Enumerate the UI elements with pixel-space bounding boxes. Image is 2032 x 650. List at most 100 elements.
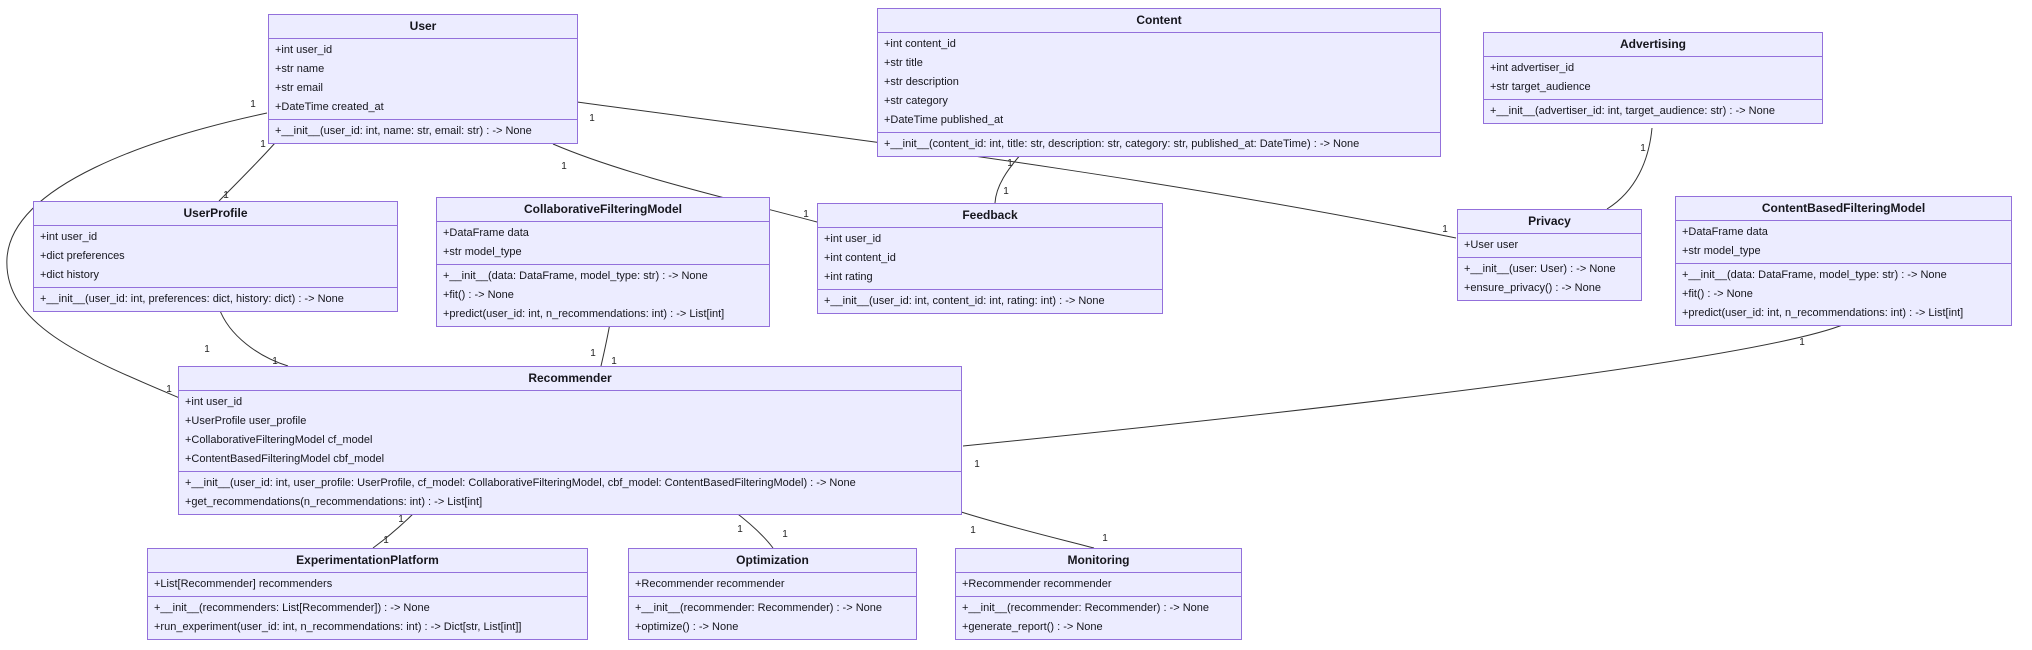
class-attributes-section: +User user [1458,234,1641,257]
class-method: +run_experiment(user_id: int, n_recommen… [154,621,522,633]
class-box-content: Content+int content_id+str title+str des… [877,8,1441,157]
class-box-feedback: Feedback +int user_id +int content_id +int … [817,203,1163,314]
edge-content-feedback [994,152,1023,204]
multiplicity-label: 1 [561,161,567,172]
edge-collaborativefilteringmodel-recommender [600,322,611,367]
class-methods-section: +__init__(user_id: int, name: str, email… [269,119,577,143]
multiplicity-label: 1 [272,356,278,367]
class-methods-section: +__init__(content_id: int, title: str, d… [878,132,1440,156]
edge-advertising-privacy [1606,127,1653,210]
class-attribute: +str model_type [443,246,522,258]
class-method: +__init__(user_id: int, user_profile: Us… [185,477,856,489]
class-attribute: +DateTime created_at [275,101,384,113]
class-title: Privacy [1458,210,1641,234]
class-title: Content [878,9,1440,33]
class-title: Monitoring [956,549,1241,573]
class-attribute: +int advertiser_id [1490,62,1575,74]
class-attributes-section: +Recommender recommender [956,573,1241,596]
class-attributes-section: +int user_id +UserProfile user_profile +Co… [179,391,961,471]
class-attribute: +List[Recommender] recommenders [154,578,333,590]
edge-recommender-experimentationplatform [372,510,417,549]
multiplicity-label: 1 [260,139,266,150]
multiplicity-label: 1 [737,524,743,535]
edge-recommender-monitoring [957,510,1095,549]
class-method: +predict(user_id: int, n_recommendations… [443,308,725,320]
edge-contentbasedfilteringmodel-recommender [962,323,1846,447]
class-attribute: +dict preferences [40,250,125,262]
multiplicity-label: 1 [1799,337,1805,348]
class-box-user: User +int user_id +str name +str email +Date… [268,14,578,144]
class-attribute: +DataFrame data [443,227,529,239]
class-method: +__init__(recommender: Recommender) : ->… [962,602,1210,614]
class-attribute: +int rating [824,271,873,283]
class-method: +__init__(recommenders: List[Recommender… [154,602,430,614]
edge-user-recommender [6,112,268,400]
class-title: Advertising [1484,33,1822,57]
class-methods-section: +__init__(user_id: int, preferences: dic… [34,287,397,311]
class-box-userprofile: UserProfile+int user_id+dict preferences… [33,201,398,312]
class-attribute: +str email [275,82,323,94]
multiplicity-label: 1 [1102,533,1108,544]
class-attribute: +User user [1464,239,1519,251]
class-attribute: +UserProfile user_profile [185,415,307,427]
class-box-collaborativefilteringmodel: CollaborativeFilteringModel +DataFrame da… [436,197,770,327]
class-attribute: +CollaborativeFilteringModel cf_model [185,434,373,446]
multiplicity-label: 1 [611,356,617,367]
multiplicity-label: 1 [1003,186,1009,197]
class-attribute: +str target_audience [1490,81,1591,93]
class-attributes-section: +int user_id +str name +str email +DateTime… [269,39,577,119]
class-method: +ensure_privacy() : -> None [1464,282,1601,294]
multiplicity-label: 1 [970,525,976,536]
class-method: +__init__(user: User) : -> None [1464,263,1616,275]
class-methods-section: +__init__(recommenders: List[Recommender… [148,596,587,639]
multiplicity-label: 1 [166,384,172,395]
class-title: Feedback [818,204,1162,228]
class-methods-section: +__init__(user_id: int, content_id: int,… [818,289,1162,313]
class-title: User [269,15,577,39]
class-box-optimization: Optimization+Recommender recommender+__i… [628,548,917,640]
class-box-recommender: Recommender +int user_id +UserProfile user… [178,366,962,515]
class-attributes-section: +DataFrame data+str model_type [1676,221,2011,263]
class-method: +__init__(data: DataFrame, model_type: s… [443,270,708,282]
class-title: CollaborativeFilteringModel [437,198,769,222]
multiplicity-label: 1 [1640,143,1646,154]
class-attribute: +DataFrame data [1682,226,1768,238]
class-method: +optimize() : -> None [635,621,739,633]
class-method: +fit() : -> None [443,289,514,301]
class-methods-section: +__init__(recommender: Recommender) : ->… [956,596,1241,639]
class-attribute: +int user_id [275,44,333,56]
class-box-monitoring: Monitoring+Recommender recommender +__ini… [955,548,1242,640]
class-attribute: +str description [884,76,959,88]
class-methods-section: +__init__(recommender: Recommender) : ->… [629,596,916,639]
class-attribute: +int content_id [824,252,896,264]
class-attributes-section: +int user_id+dict preferences+dict histo… [34,226,397,287]
class-attribute: +str name [275,63,325,75]
class-method: +__init__(content_id: int, title: str, d… [884,138,1360,150]
class-title: ContentBasedFilteringModel [1676,197,2011,221]
class-attribute: +DateTime published_at [884,114,1004,126]
multiplicity-label: 1 [204,344,210,355]
class-box-experimentationplatform: ExperimentationPlatform+List[Recommender… [147,548,588,640]
class-attribute: +int user_id [40,231,98,243]
class-title: Recommender [179,367,961,391]
class-method: +__init__(user_id: int, content_id: int,… [824,295,1105,307]
class-attribute: +int user_id [185,396,243,408]
multiplicity-label: 1 [398,514,404,525]
class-method: +get_recommendations(n_recommendations: … [185,496,483,508]
class-attributes-section: +List[Recommender] recommenders [148,573,587,596]
class-methods-section: +__init__(data: DataFrame, model_type: s… [1676,263,2011,325]
multiplicity-label: 1 [782,529,788,540]
class-attribute: +int user_id [824,233,882,245]
multiplicity-label: 1 [590,348,596,359]
multiplicity-label: 1 [223,190,229,201]
class-box-advertising: Advertising +int advertiser_id +str target… [1483,32,1823,124]
class-attributes-section: +Recommender recommender [629,573,916,596]
class-methods-section: +__init__(user_id: int, user_profile: Us… [179,471,961,514]
class-method: +__init__(user_id: int, name: str, email… [275,125,532,137]
multiplicity-label: 1 [589,113,595,124]
class-title: Optimization [629,549,916,573]
edge-user-privacy [576,101,1457,239]
multiplicity-label: 1 [1442,224,1448,235]
